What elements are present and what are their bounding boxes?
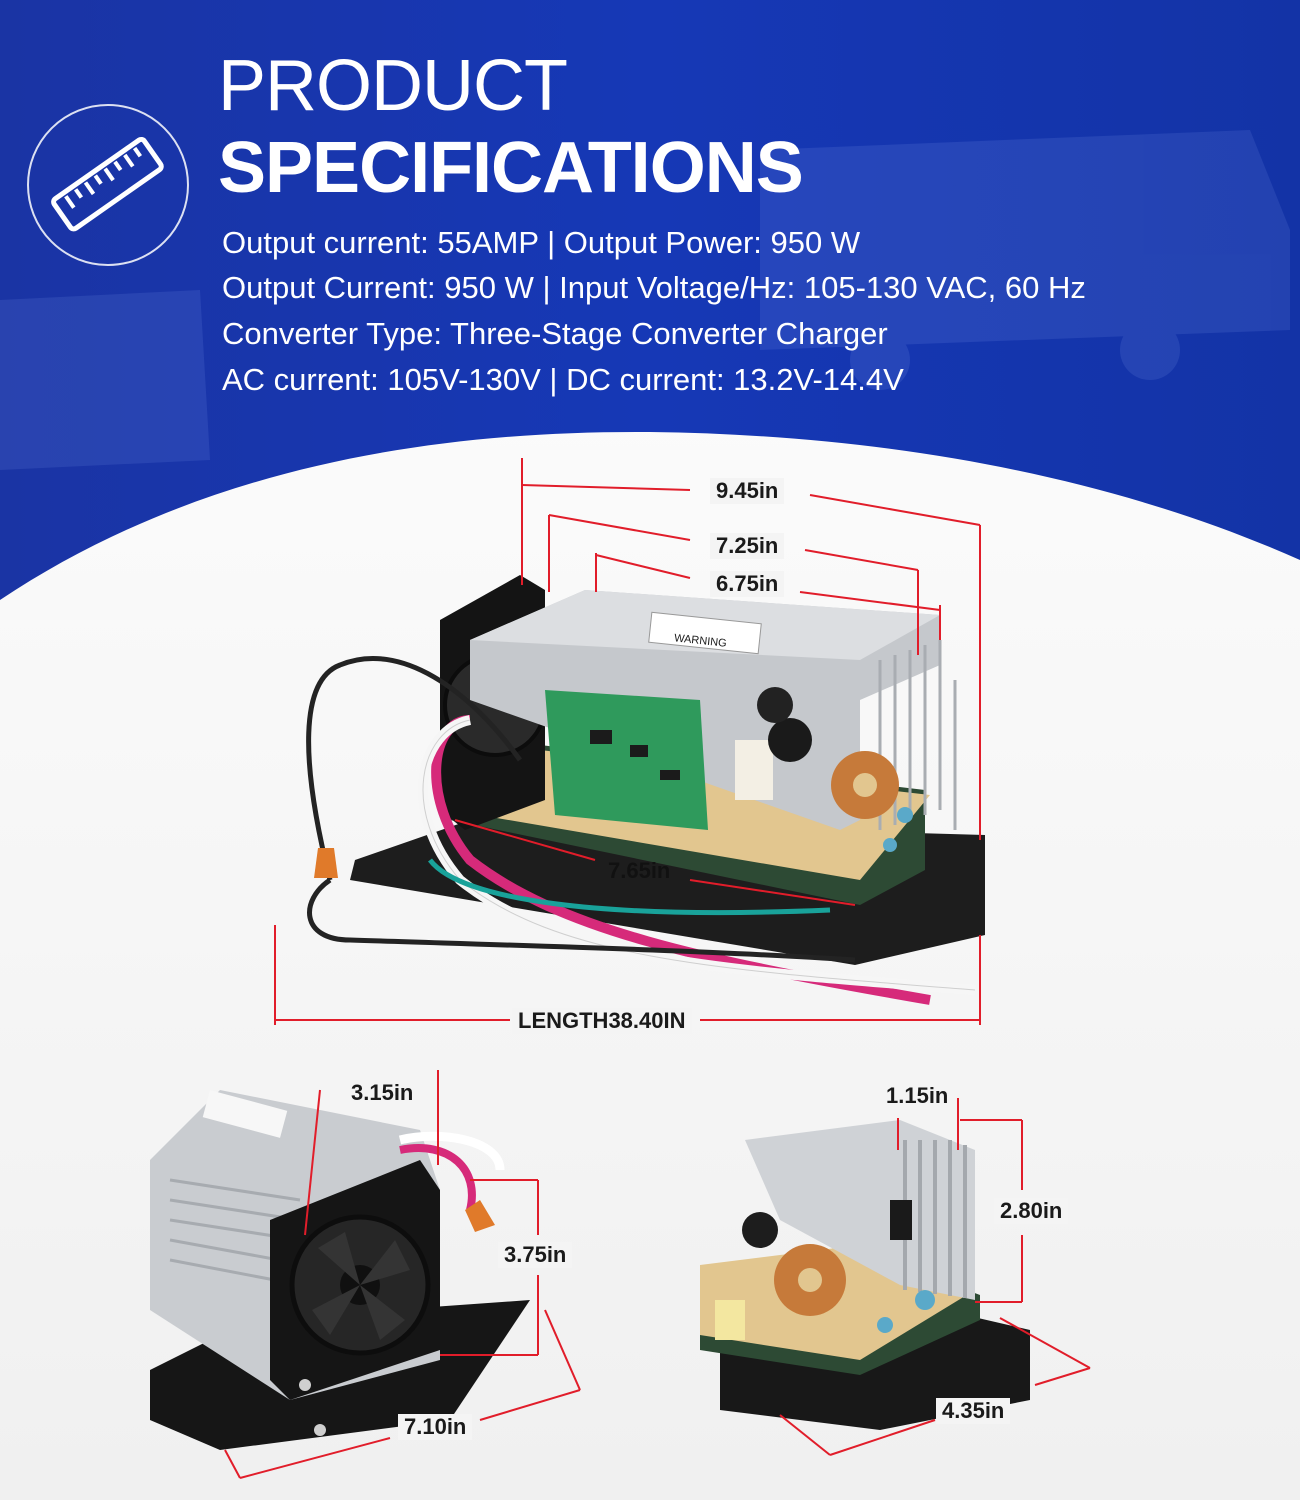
spec-line-2: Output Current: 950 W | Input Voltage/Hz… [222, 270, 1086, 305]
ruler-badge [27, 104, 189, 266]
dim-sink-base: 4.35in [936, 1398, 1011, 1424]
fan-end-view [150, 1070, 581, 1479]
dim-sink-height: 2.80in [994, 1198, 1069, 1224]
dim-width-inner: 6.75in [710, 571, 785, 597]
dim-fan-base: 7.10in [398, 1414, 473, 1440]
title-line-1: PRODUCT [218, 46, 568, 126]
warning-label-text: WARNING [673, 632, 728, 650]
header: PRODUCT SPECIFICATIONS Output current: 5… [0, 0, 1300, 430]
dim-depth: 7.65in [608, 858, 671, 883]
dim-fan-top: 3.15in [345, 1080, 420, 1106]
spec-line-4: AC current: 105V-130V | DC current: 13.2… [222, 362, 904, 397]
ruler-icon [51, 136, 164, 232]
dim-cord-length: LENGTH38.40IN [512, 1008, 692, 1034]
title-line-2: SPECIFICATIONS [218, 128, 804, 208]
dim-fan-height: 3.75in [498, 1242, 573, 1268]
dim-fin: 1.15in [880, 1083, 955, 1109]
heatsink-end-view [700, 1098, 1091, 1456]
dim-width-overall: 9.45in [710, 478, 785, 504]
spec-line-1: Output current: 55AMP | Output Power: 95… [222, 225, 861, 260]
spec-line-3: Converter Type: Three-Stage Converter Ch… [222, 316, 888, 351]
dim-width-mid: 7.25in [710, 533, 785, 559]
main-product-view [274, 458, 985, 1025]
